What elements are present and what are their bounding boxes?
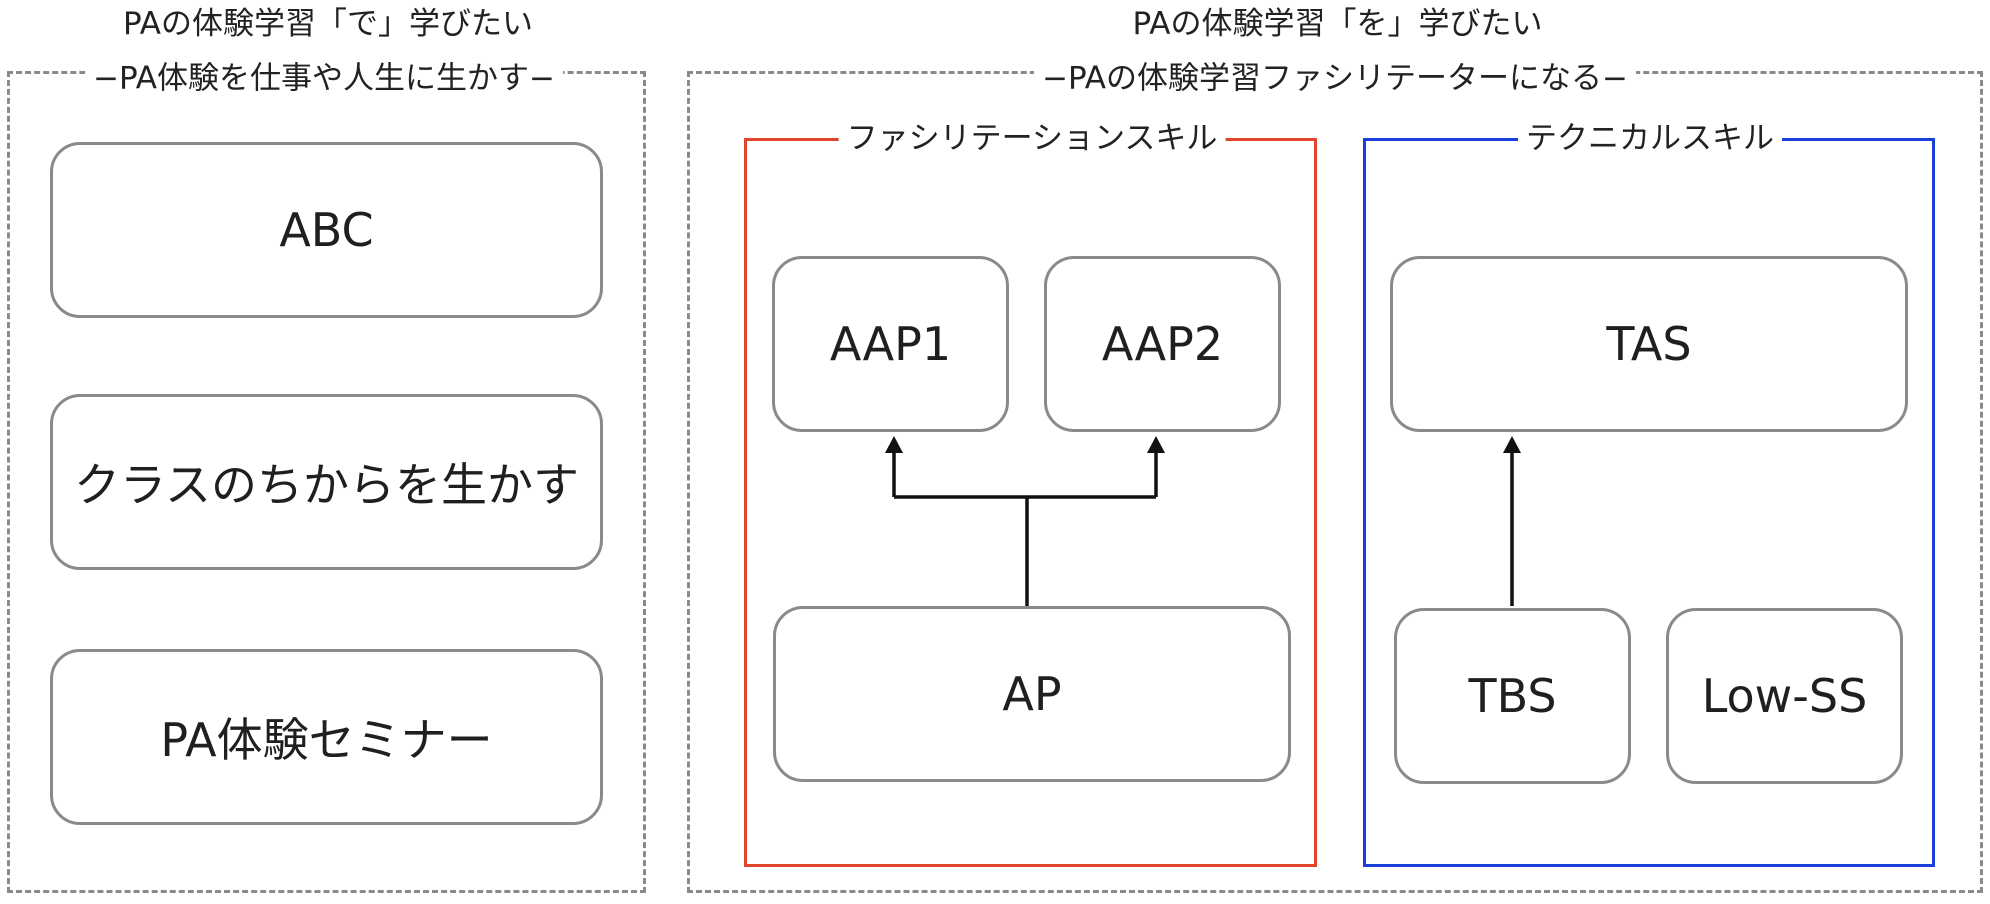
arrowhead-aap1 — [885, 436, 903, 453]
technical-skill-label: テクニカルスキル — [1518, 123, 1782, 155]
box-aap2: AAP2 — [1044, 256, 1281, 432]
right-section-subtitle: −PAの体験学習ファシリテーターになる− — [1034, 63, 1636, 95]
right-section-title: PAの体験学習「を」学びたい — [1132, 6, 1543, 42]
arrowhead-aap2 — [1147, 436, 1165, 453]
box-ap: AP — [773, 606, 1291, 782]
left-section-title: PAの体験学習「で」学びたい — [123, 6, 533, 42]
box-aap1: AAP1 — [772, 256, 1009, 432]
program-box-pa-seminar: PA体験セミナー — [50, 649, 603, 825]
program-box-class-power: クラスのちからを生かす — [50, 394, 603, 570]
box-tas: TAS — [1390, 256, 1908, 432]
connector-ap-to-aap — [892, 452, 1158, 606]
facilitation-skill-label: ファシリテーションスキル — [838, 123, 1226, 155]
box-low-ss: Low-SS — [1666, 608, 1903, 784]
box-tbs: TBS — [1394, 608, 1631, 784]
left-section-subtitle: −PA体験を仕事や人生に生かす− — [85, 63, 563, 95]
program-box-abc: ABC — [50, 142, 603, 318]
arrowhead-tas — [1503, 436, 1521, 453]
